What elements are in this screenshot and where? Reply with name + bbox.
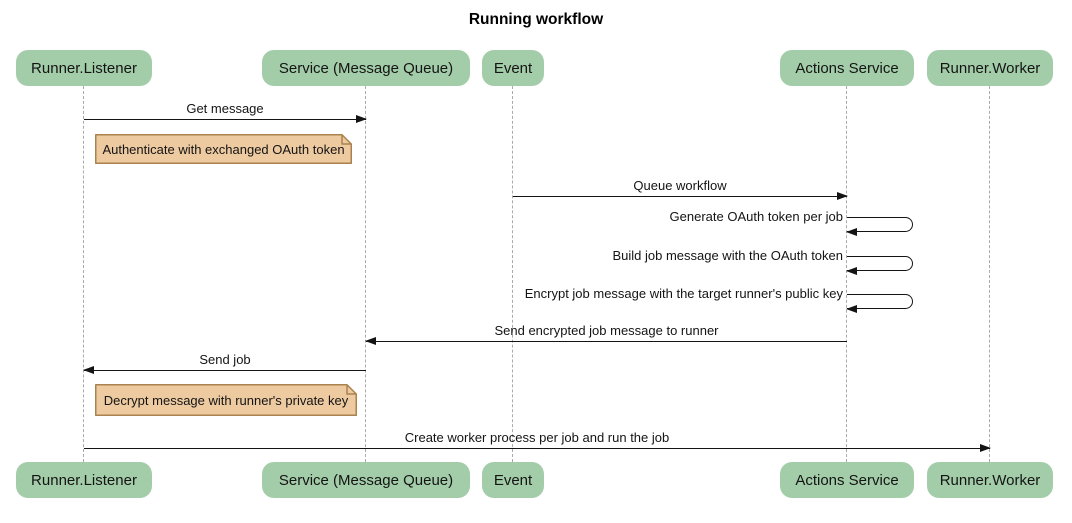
note-text: Decrypt message with runner's private ke… bbox=[103, 392, 349, 408]
actor-top-runner-worker: Runner.Worker bbox=[927, 50, 1053, 86]
actor-top-actions-service: Actions Service bbox=[780, 50, 914, 86]
message-queue-workflow: Queue workflow bbox=[513, 178, 848, 200]
arrowhead-left-icon bbox=[83, 366, 94, 374]
self-loop-build-job-message bbox=[846, 256, 913, 275]
actor-bottom-service-message-queue: Service (Message Queue) bbox=[262, 462, 470, 498]
actor-top-service-message-queue: Service (Message Queue) bbox=[262, 50, 470, 86]
note-shape bbox=[95, 384, 357, 416]
note-shape bbox=[95, 134, 352, 164]
message-send-job: Send job bbox=[83, 352, 366, 374]
arrowhead-left-icon bbox=[846, 304, 857, 313]
actor-bottom-runner-worker: Runner.Worker bbox=[927, 462, 1053, 498]
arrowhead-right-icon bbox=[837, 192, 848, 200]
arrowhead-left-icon bbox=[846, 266, 857, 275]
arrowhead-left-icon bbox=[846, 227, 857, 236]
actor-top-runner-listener: Runner.Listener bbox=[16, 50, 152, 86]
message-line bbox=[84, 444, 991, 452]
message-label: Queue workflow bbox=[633, 178, 727, 193]
arrowhead-left-icon bbox=[365, 337, 376, 345]
note-decrypt: Decrypt message with runner's private ke… bbox=[95, 384, 357, 416]
self-loop-encrypt-job-message bbox=[846, 294, 913, 313]
message-send-encrypted-job: Send encrypted job message to runner bbox=[365, 323, 847, 345]
lifeline-runner-listener bbox=[83, 86, 84, 462]
message-line bbox=[83, 366, 366, 374]
actor-bottom-event: Event bbox=[482, 462, 544, 498]
arrowhead-right-icon bbox=[980, 444, 991, 452]
lifeline-event bbox=[512, 86, 513, 462]
message-label: Create worker process per job and run th… bbox=[404, 430, 670, 445]
self-message-label-build-job-message: Build job message with the OAuth token bbox=[612, 248, 843, 263]
message-get-message: Get message bbox=[84, 101, 367, 123]
lifeline-runner-worker bbox=[989, 86, 990, 462]
message-line bbox=[365, 337, 847, 345]
self-message-label-encrypt-job-message: Encrypt job message with the target runn… bbox=[524, 286, 843, 301]
arrowhead-right-icon bbox=[356, 115, 367, 123]
actor-top-event: Event bbox=[482, 50, 544, 86]
self-message-label-generate-oauth: Generate OAuth token per job bbox=[669, 209, 843, 224]
message-label: Send encrypted job message to runner bbox=[494, 323, 719, 338]
message-label: Get message bbox=[186, 101, 264, 116]
self-loop-generate-oauth bbox=[846, 217, 913, 236]
note-fold-icon bbox=[341, 134, 352, 145]
message-line bbox=[84, 115, 367, 123]
actor-bottom-actions-service: Actions Service bbox=[780, 462, 914, 498]
actor-bottom-runner-listener: Runner.Listener bbox=[16, 462, 152, 498]
lifeline-service-message-queue bbox=[365, 86, 366, 462]
diagram-title: Running workflow bbox=[468, 11, 604, 28]
note-text: Authenticate with exchanged OAuth token bbox=[102, 141, 345, 157]
message-create-worker: Create worker process per job and run th… bbox=[84, 430, 991, 452]
note-fold-icon bbox=[346, 384, 357, 395]
message-label: Send job bbox=[199, 352, 251, 367]
note-authenticate: Authenticate with exchanged OAuth token bbox=[95, 134, 352, 164]
message-line bbox=[513, 192, 848, 200]
